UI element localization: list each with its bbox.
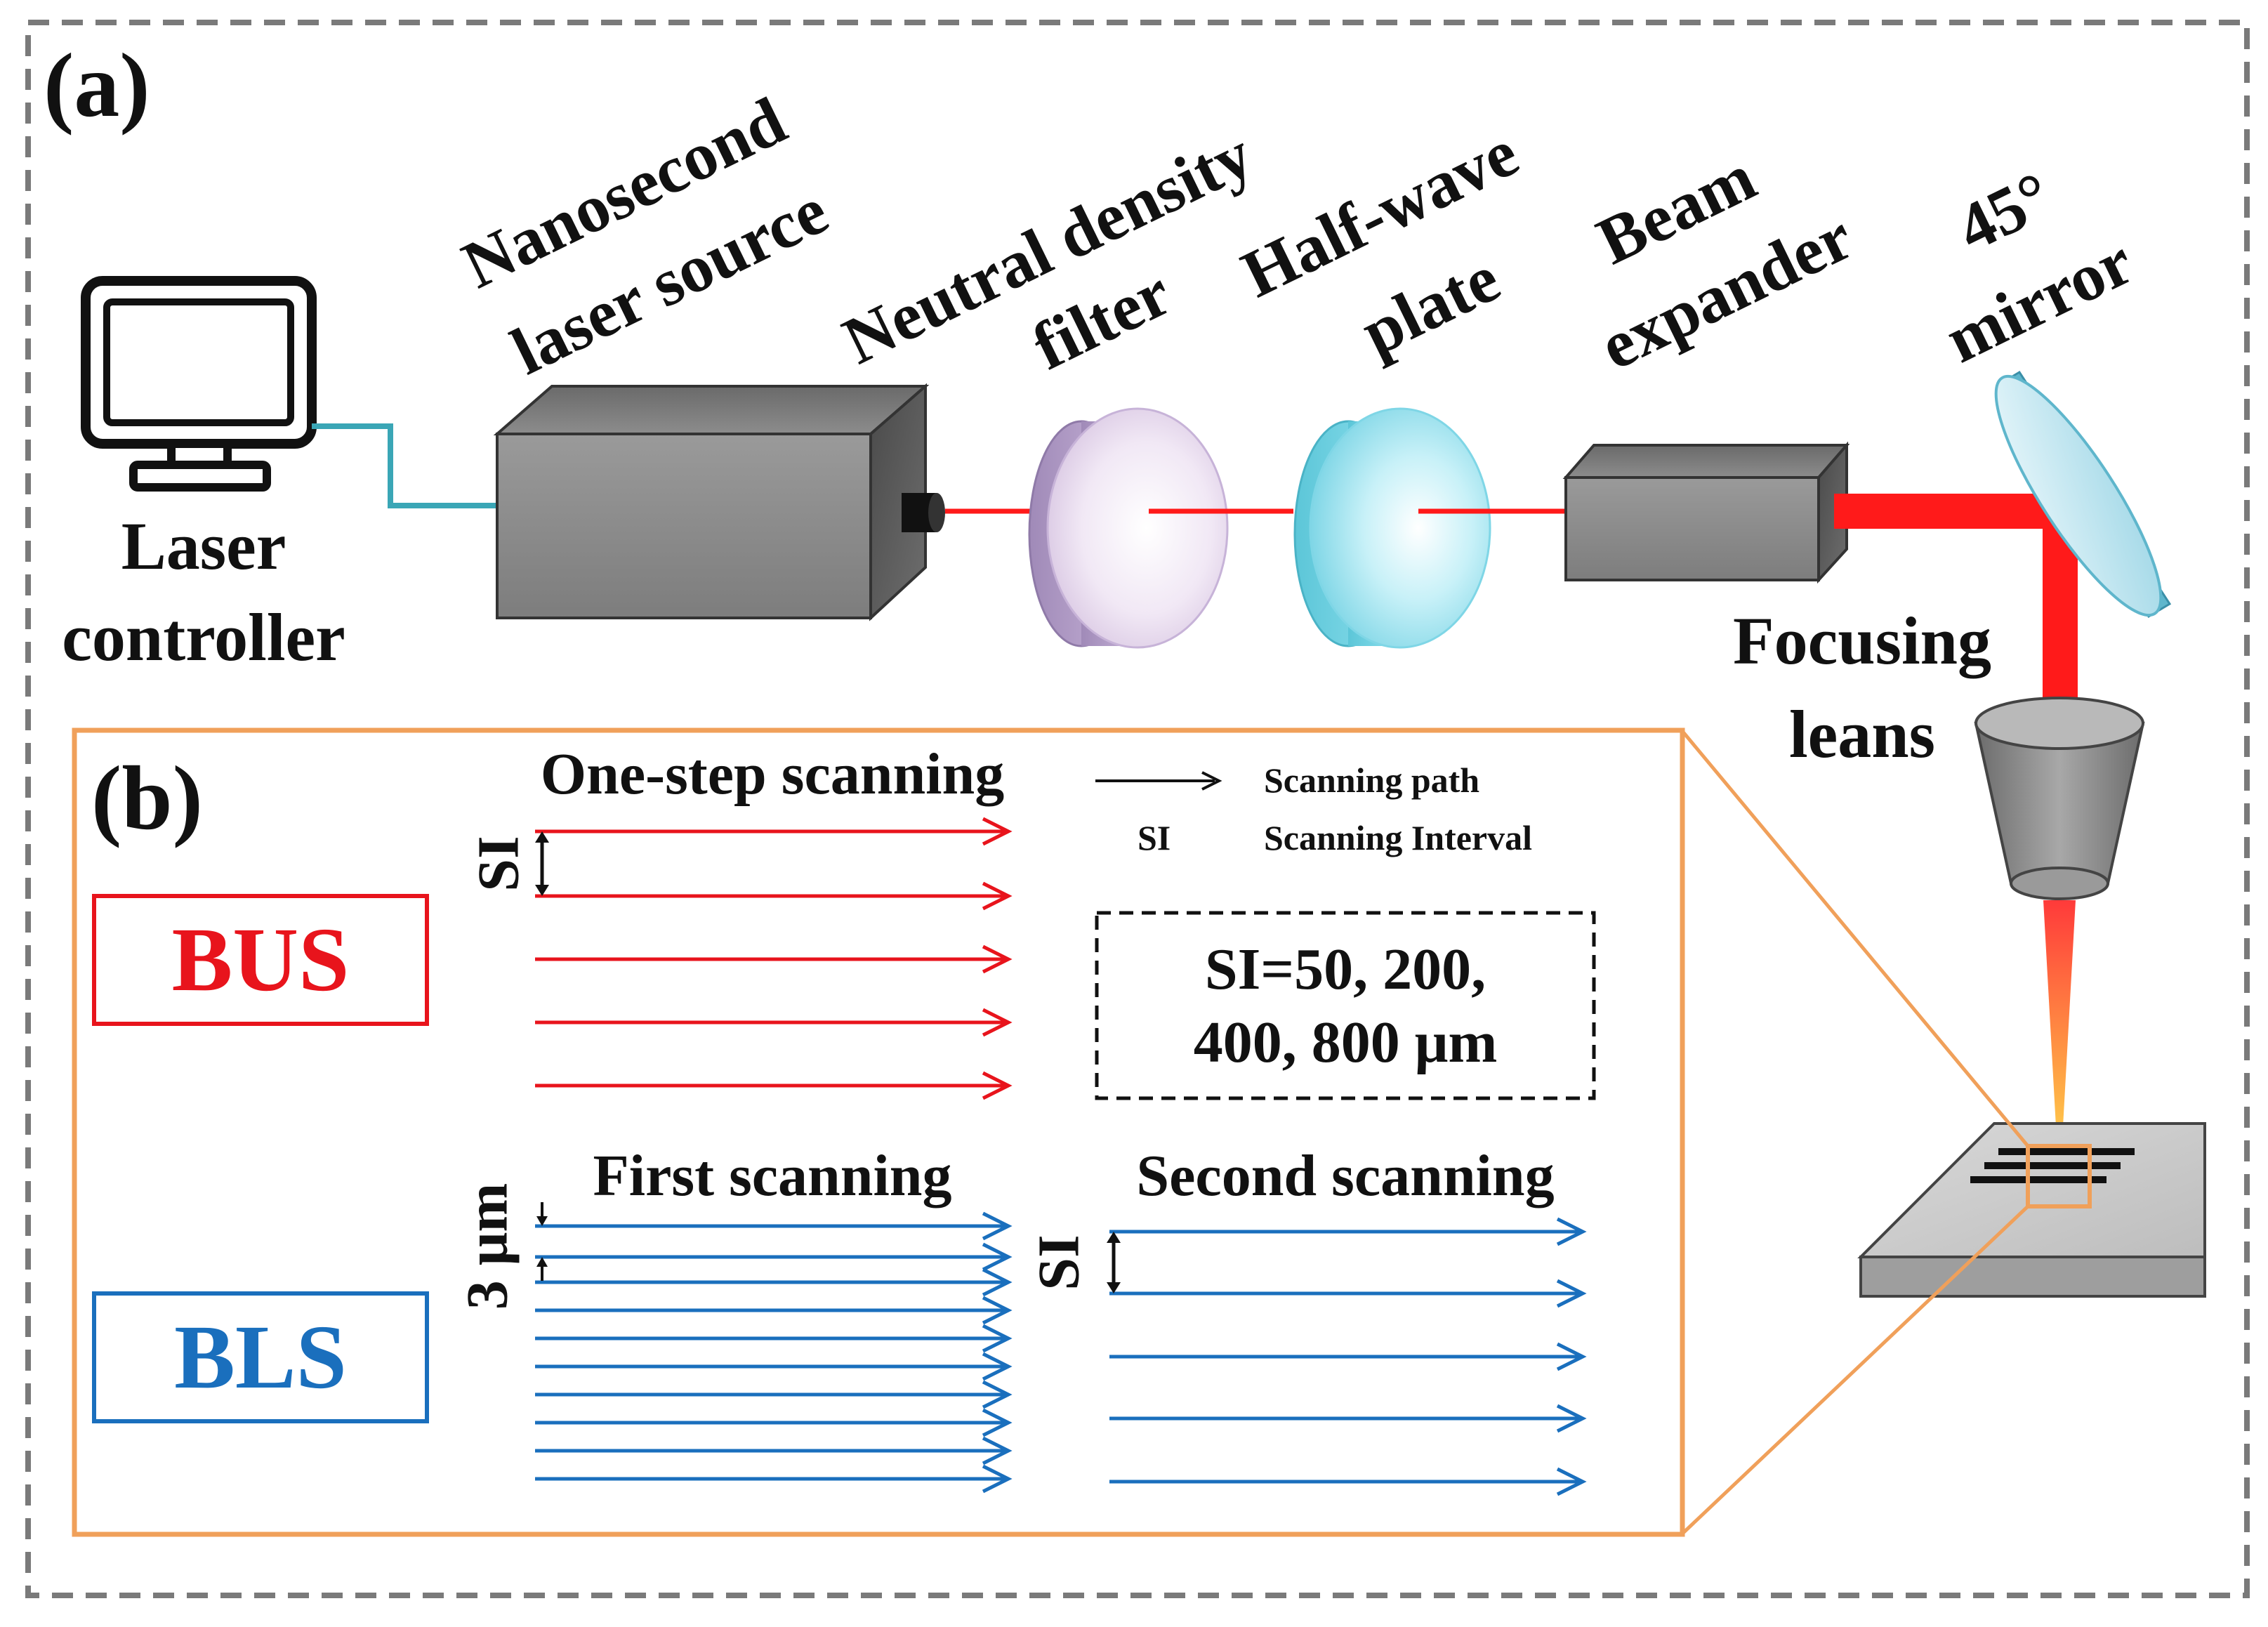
second-scan-arrow-head-5 [1556, 1467, 1587, 1496]
second-scan-arrow-head-3 [1556, 1342, 1587, 1371]
first-scan-arrow-head-3 [982, 1267, 1013, 1297]
double-arrow-icon [535, 831, 549, 896]
zoom-connector-top [1680, 729, 2029, 1147]
first-scan-arrow-head-5 [982, 1324, 1013, 1353]
first-scan-arrow-head-7 [982, 1380, 1013, 1409]
panel-b-label: (b) [91, 748, 203, 849]
first-scan-arrow-head-2 [982, 1242, 1013, 1272]
focusing-lens-label-line2: leans [1789, 697, 1935, 772]
beam-expander-box [1562, 441, 1850, 584]
neutral-density-filter [1028, 407, 1229, 649]
bus-arrow-head-4 [982, 1008, 1013, 1037]
arrow-right-icon [1095, 771, 1222, 791]
three-um-marker [536, 1202, 548, 1281]
si-label-second: SI [1026, 1234, 1091, 1290]
three-um-label: 3 μm [454, 1183, 520, 1310]
first-scan-arrow-head-9 [982, 1436, 1013, 1465]
bus-arrow-head-5 [982, 1071, 1013, 1100]
laser-source-box [493, 383, 945, 621]
first-scan-arrow-head-10 [982, 1464, 1013, 1494]
zoom-connector-bottom [1680, 1205, 2029, 1536]
second-scan-lines [1109, 1217, 1587, 1496]
si-label-bus: SI [466, 836, 531, 891]
legend-si-key: SI [1138, 818, 1171, 857]
half-wave-plate [1293, 407, 1491, 649]
sample-plate [1857, 1122, 2206, 1298]
bls-label: BLS [174, 1307, 347, 1408]
si-values-line1: SI=50, 200, [1205, 937, 1486, 1002]
focusing-lens [1974, 697, 2145, 900]
bus-arrow-head-2 [982, 881, 1013, 911]
panel-a-label: (a) [44, 35, 150, 136]
focused-beam [2043, 900, 2076, 1152]
laser-controller-label-line1: Laser [121, 508, 286, 584]
bus-arrow-head-1 [982, 817, 1013, 846]
first-scan-arrow-head-4 [982, 1296, 1013, 1325]
outer-dashed-frame [25, 20, 2250, 1598]
controller-cable [312, 423, 500, 508]
bus-scan-lines [535, 817, 1013, 1100]
legend-si-desc: Scanning Interval [1264, 818, 1532, 857]
bls-badge [92, 1291, 429, 1423]
focusing-lens-label-line1: Focusing [1733, 603, 1991, 678]
first-scan-arrow-head-8 [982, 1408, 1013, 1437]
si-values-line2: 400, 800 μm [1194, 1010, 1498, 1075]
bus-badge [92, 894, 429, 1026]
si-values-box [1095, 911, 1596, 1100]
legend-path-label: Scanning path [1264, 760, 1479, 800]
mirror-label-line2: mirror [1934, 223, 2144, 377]
second-scan-arrow-head-1 [1556, 1217, 1587, 1246]
one-step-title: One-step scanning [541, 742, 1004, 807]
mirror-label-line1: 45° [1945, 157, 2063, 266]
mirror-45 [1994, 370, 2172, 619]
second-scan-arrow-head-4 [1556, 1404, 1587, 1433]
double-arrow-icon-second [1107, 1232, 1121, 1293]
half-wave-plate-label-line2: plate [1350, 240, 1510, 370]
scan-lines-on-sample [1970, 1148, 2135, 1183]
monitor-icon [81, 276, 317, 492]
first-scan-arrow-head-1 [982, 1211, 1013, 1241]
second-scan-arrow-head-2 [1556, 1279, 1587, 1308]
zoom-region [2026, 1144, 2092, 1208]
first-scan-arrow-head-6 [982, 1352, 1013, 1381]
first-scan-lines [535, 1211, 1013, 1494]
first-scan-title: First scanning [593, 1143, 951, 1208]
second-scan-title: Second scanning [1136, 1143, 1554, 1208]
bus-label: BUS [172, 909, 350, 1010]
bus-arrow-head-3 [982, 944, 1013, 974]
laser-controller-label-line2: controller [62, 600, 345, 675]
